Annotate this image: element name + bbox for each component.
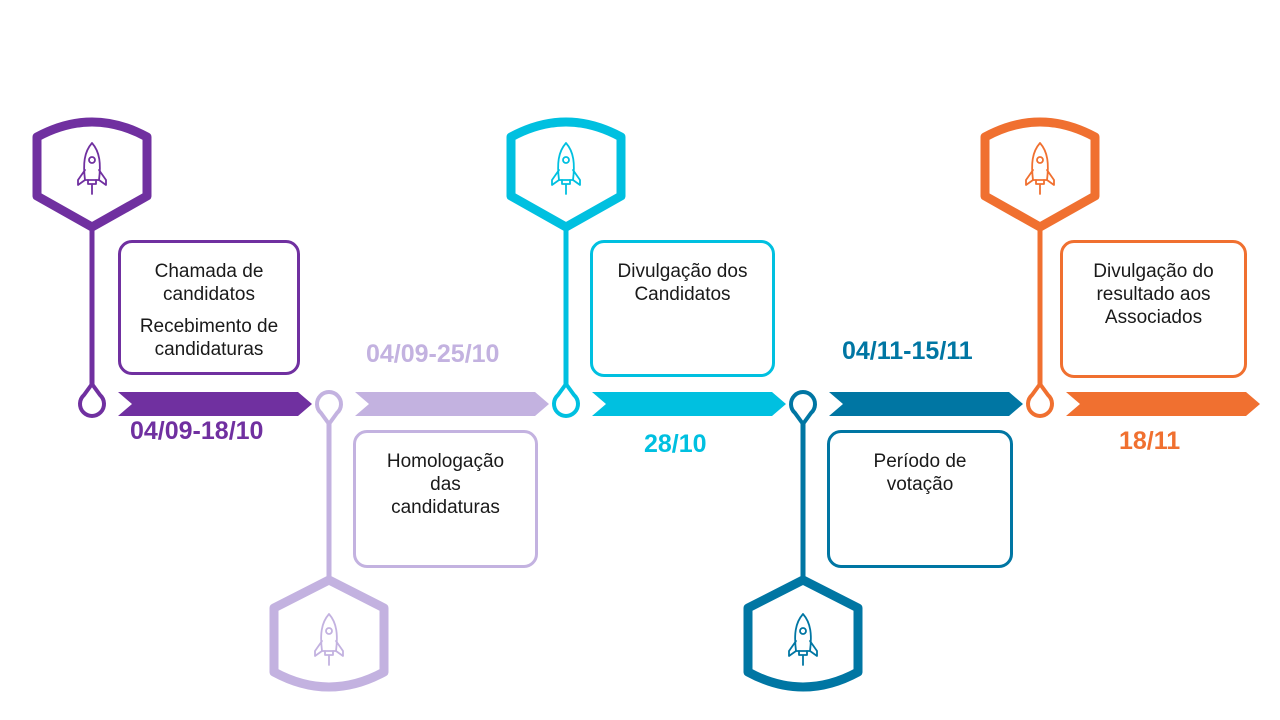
rocket-icon-window xyxy=(1036,156,1044,164)
milestone-4-arrow xyxy=(829,392,1023,416)
milestone-5-pin-marker xyxy=(1026,382,1054,418)
milestone-1-box: Chamada de candidatos Recebimento de can… xyxy=(118,240,300,375)
rocket-icon-part-1 xyxy=(794,613,812,652)
milestone-5-box: Divulgação do resultado aos Associados xyxy=(1060,240,1247,378)
rocket-icon-part-3 xyxy=(572,169,581,186)
milestone-1-badge xyxy=(32,117,152,232)
rocket-icon-part-1 xyxy=(1031,142,1049,181)
rocket-icon-window xyxy=(325,627,333,635)
rocket-icon-part-1 xyxy=(320,613,338,652)
milestone-2-arrow xyxy=(355,392,549,416)
rocket-icon-part-1 xyxy=(557,142,575,181)
milestone-4-box: Período de votação xyxy=(827,430,1013,568)
rocket-icon-part-2 xyxy=(314,640,323,657)
rocket-icon-part-1 xyxy=(83,142,101,181)
milestone-3-arrow xyxy=(592,392,786,416)
milestone-5-date: 18/11 xyxy=(1119,427,1181,455)
rocket-icon xyxy=(314,613,344,666)
milestone-1-line-1: Chamada de candidatos xyxy=(154,261,264,305)
rocket-icon-part-4 xyxy=(87,179,97,185)
milestone-1-pin-marker xyxy=(78,382,106,418)
rocket-icon-part-3 xyxy=(809,640,818,657)
rocket-icon-part-4 xyxy=(324,650,334,656)
rocket-icon-part-4 xyxy=(798,650,808,656)
rocket-icon xyxy=(551,142,581,195)
milestone-2-box: Homologação das candidaturas xyxy=(353,430,538,568)
milestone-1-date: 04/09-18/10 xyxy=(130,417,264,445)
milestone-4-line-1: Período de votação xyxy=(873,451,967,495)
milestone-4-date: 04/11-15/11 xyxy=(842,337,973,365)
rocket-icon-part-2 xyxy=(77,169,86,186)
milestone-3-pin-marker xyxy=(552,382,580,418)
rocket-icon-window xyxy=(88,156,96,164)
milestone-5-arrow xyxy=(1066,392,1260,416)
rocket-icon-part-4 xyxy=(561,179,571,185)
rocket-icon-part-3 xyxy=(335,640,344,657)
rocket-icon-part-2 xyxy=(1025,169,1034,186)
rocket-icon-window xyxy=(562,156,570,164)
milestone-5-line-1: Divulgação do resultado aos Associados xyxy=(1093,261,1214,328)
rocket-icon-part-4 xyxy=(1035,179,1045,185)
milestone-2-pin-marker xyxy=(315,390,343,426)
milestone-3-box: Divulgação dos Candidatos xyxy=(590,240,775,377)
milestone-4-pin-marker xyxy=(789,390,817,426)
milestone-5-badge xyxy=(980,117,1100,232)
rocket-icon-part-3 xyxy=(1046,169,1055,186)
milestone-3-date: 28/10 xyxy=(644,430,707,458)
milestone-3-badge xyxy=(506,117,626,232)
milestone-2-date: 04/09-25/10 xyxy=(366,340,500,368)
rocket-icon-window xyxy=(799,627,807,635)
rocket-icon-part-2 xyxy=(551,169,560,186)
milestone-1-line-2: Recebimento de candidaturas xyxy=(139,316,279,360)
rocket-icon-part-3 xyxy=(98,169,107,186)
milestone-1-arrow xyxy=(118,392,312,416)
rocket-icon xyxy=(788,613,818,666)
milestone-2-line-1: Homologação das candidaturas xyxy=(386,451,505,518)
rocket-icon xyxy=(1025,142,1055,195)
rocket-icon xyxy=(77,142,107,195)
milestone-3-line-1: Divulgação dos Candidatos xyxy=(617,261,748,305)
rocket-icon-part-2 xyxy=(788,640,797,657)
